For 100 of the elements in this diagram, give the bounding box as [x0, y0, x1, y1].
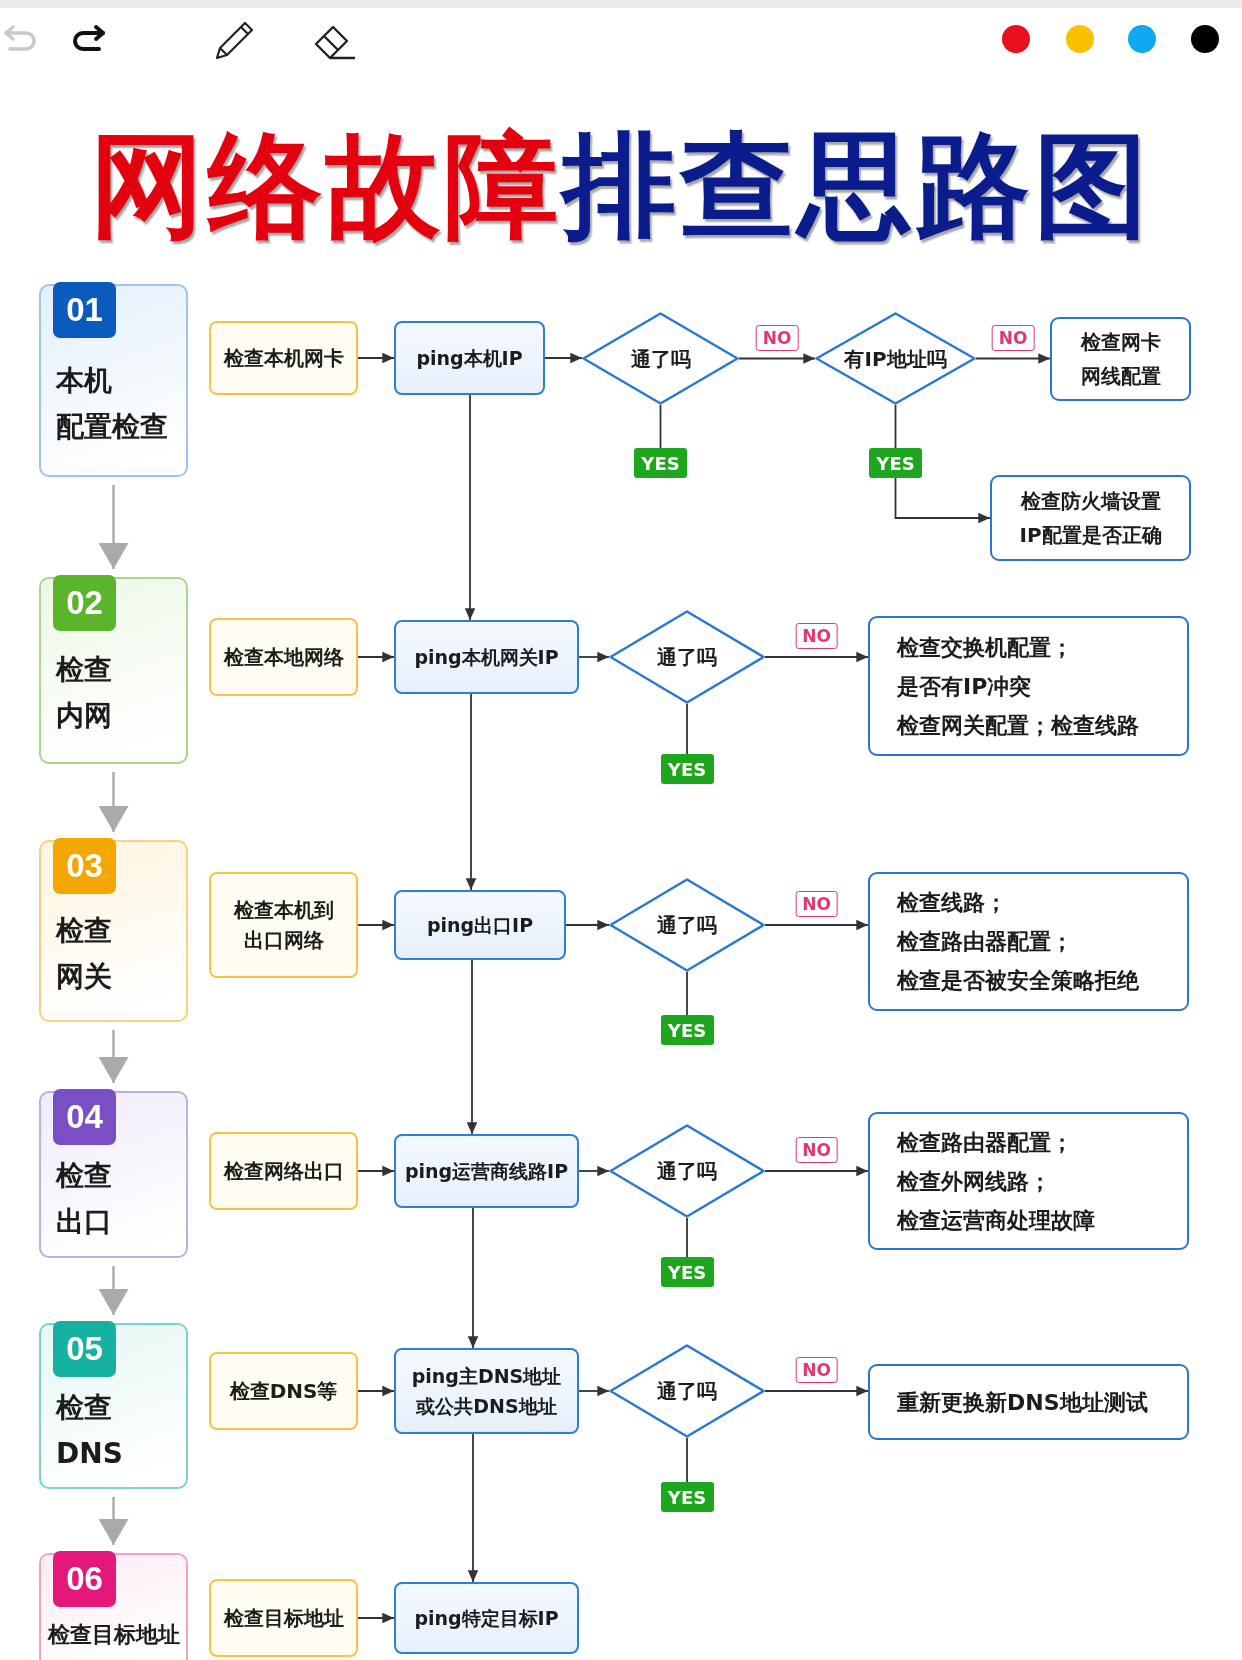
task-box — [209, 872, 358, 978]
arrow — [565, 919, 610, 931]
decision-diamond — [609, 878, 765, 972]
edge-label: NO — [795, 623, 838, 649]
result-box — [990, 475, 1191, 561]
step-card — [39, 1553, 188, 1660]
step-number: 05 — [53, 1321, 116, 1377]
arrow — [466, 959, 478, 1135]
step-number: 03 — [53, 838, 116, 894]
step-card — [39, 284, 188, 477]
step-title: 检查目标地址 — [47, 1621, 180, 1649]
arrow — [98, 1030, 129, 1083]
edge-label: NO — [755, 324, 799, 351]
ping-box — [394, 1348, 579, 1434]
result-box — [868, 616, 1189, 756]
task-text: 检查目标地址 — [223, 1605, 344, 1632]
arrow — [357, 919, 395, 931]
step-title: 检查内网 — [56, 652, 112, 734]
arrow — [467, 1207, 479, 1349]
arrow — [357, 1385, 395, 1397]
arrow — [578, 651, 610, 663]
decision-diamond — [609, 1124, 765, 1218]
result-box — [868, 1112, 1189, 1250]
arrow — [544, 352, 583, 364]
answer-tag: YES — [660, 1015, 714, 1045]
task-box — [209, 1579, 358, 1657]
edge-label: NO — [991, 324, 1035, 351]
answer-tag: YES — [634, 448, 687, 478]
check-item: IP配置是否正确 — [1019, 522, 1162, 549]
step-card — [39, 1091, 188, 1258]
step-title: 本机配置检查 — [56, 363, 168, 445]
step-card — [39, 577, 188, 764]
connector-line — [686, 1217, 688, 1258]
arrow — [98, 1266, 129, 1315]
question-text: 通了吗 — [657, 1158, 717, 1184]
check-item: 检查路由器配置； — [897, 1128, 1073, 1157]
answer-tag: YES — [869, 448, 922, 478]
connector-line — [686, 971, 688, 1016]
arrow — [764, 919, 869, 931]
step-number: 04 — [53, 1089, 116, 1145]
decision-diamond — [582, 312, 739, 405]
check-item: 重新更换新DNS地址测试 — [897, 1388, 1148, 1417]
check-item: 是否有IP冲突 — [897, 672, 1032, 701]
check-item: 检查是否被安全策略拒绝 — [897, 967, 1139, 995]
ping-box — [394, 890, 566, 960]
question-text: 通了吗 — [657, 912, 717, 938]
arrow — [578, 1165, 610, 1177]
task-box — [209, 1132, 358, 1210]
step-title: 检查DNS — [56, 1390, 123, 1472]
arrow — [764, 1165, 869, 1177]
arrow — [357, 1612, 395, 1624]
ping-text: ping出口IP — [426, 913, 534, 938]
answer-tag: YES — [660, 754, 714, 784]
connector-line — [686, 703, 688, 755]
arrow — [98, 772, 129, 832]
check-item: 检查网关配置；检查线路 — [897, 711, 1139, 740]
answer-tag: YES — [660, 1257, 714, 1287]
question-text: 通了吗 — [657, 644, 717, 670]
arrow — [357, 352, 395, 364]
result-box — [868, 1364, 1189, 1440]
task-text: 检查DNS等 — [229, 1378, 338, 1405]
check-item: 检查网卡网线配置 — [1079, 329, 1162, 390]
decision-diamond — [815, 312, 976, 405]
check-item: 检查交换机配置； — [897, 633, 1073, 662]
check-item: 检查防火墙设置 — [1020, 488, 1161, 515]
decision-diamond — [609, 1344, 765, 1438]
edge-label: NO — [795, 1137, 838, 1163]
step-title: 检查出口 — [56, 1158, 112, 1240]
step-number: 01 — [53, 282, 116, 338]
step-title: 检查网关 — [56, 913, 112, 995]
arrow — [467, 1433, 479, 1583]
arrow — [894, 477, 991, 524]
check-item: 检查运营商处理故障 — [897, 1206, 1095, 1235]
connector-line — [686, 1437, 688, 1483]
arrow — [578, 1385, 610, 1397]
check-item: 检查路由器配置； — [897, 928, 1073, 956]
ping-box — [394, 620, 579, 694]
edge-label: NO — [795, 891, 838, 917]
question-text: 通了吗 — [657, 1378, 717, 1404]
ping-text: ping运营商线路IP — [404, 1159, 569, 1184]
task-text: 检查网络出口 — [223, 1158, 344, 1185]
task-box — [209, 321, 358, 395]
task-text: 检查本机网卡 — [223, 345, 344, 372]
edge-label: NO — [795, 1357, 838, 1383]
check-item: 检查外网线路； — [897, 1167, 1051, 1196]
arrow — [464, 394, 476, 621]
arrow — [357, 651, 395, 663]
task-box — [209, 618, 358, 696]
result-box — [868, 872, 1189, 1011]
ping-text: ping主DNS地址或公共DNS地址 — [410, 1364, 563, 1419]
step-card — [39, 840, 188, 1022]
result-box — [1050, 317, 1191, 401]
step-number: 02 — [53, 575, 116, 631]
arrow — [764, 651, 869, 663]
check-item: 检查线路； — [897, 889, 1007, 917]
task-box — [209, 1352, 358, 1430]
arrow — [738, 353, 816, 364]
ping-text: ping特定目标IP — [414, 1606, 559, 1631]
arrow — [98, 1497, 129, 1545]
question-text: 有IP地址吗 — [844, 345, 947, 372]
